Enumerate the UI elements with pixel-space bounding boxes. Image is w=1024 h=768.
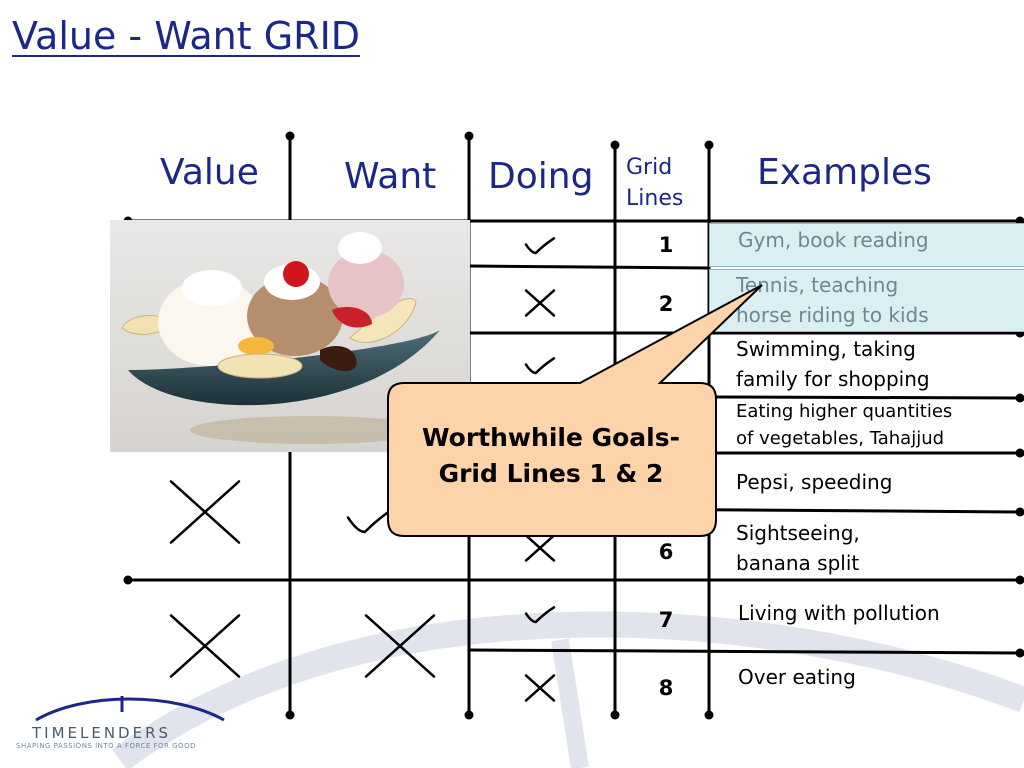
callout-text: Worthwhile Goals- Grid Lines 1 & 2 — [386, 420, 716, 492]
example-row-1: Gym, book reading — [738, 225, 929, 255]
example-row-1-line-1: Gym, book reading — [738, 228, 929, 252]
header-grid-lines: Grid Lines — [626, 152, 683, 214]
scoop-vanilla — [158, 278, 262, 366]
whipped-cream-left — [182, 270, 242, 306]
strawberry-sauce — [332, 306, 372, 328]
example-row-7: Living with pollution — [738, 598, 940, 628]
whipped-cream-right — [338, 232, 382, 264]
timelenders-logo — [35, 696, 225, 722]
logo-name: TIMELENDERS — [32, 724, 172, 742]
grid-rule-1 — [469, 264, 710, 270]
example-row-6-line-1: Sightseeing, — [736, 521, 860, 545]
grid-line-number-2: 2 — [658, 292, 674, 316]
grid-rule-7 — [469, 648, 1021, 655]
sliced-banana — [217, 353, 303, 379]
header-grid-lines-line-1: Grid — [626, 155, 673, 180]
example-row-2-line-2: horse riding to kids — [736, 303, 929, 327]
header-examples: Examples — [757, 152, 932, 193]
example-row-4-line-1: Eating higher quantities — [736, 401, 953, 422]
example-row-2-line-1: Tennis, teaching — [736, 273, 899, 297]
value-cross-mark-group-3 — [169, 614, 241, 678]
grid-column-endpoints — [285, 131, 714, 720]
grid-line-number-7: 7 — [658, 608, 674, 632]
grid-line-number-8: 8 — [658, 676, 674, 700]
header-doing: Doing — [488, 156, 594, 197]
scoop-chocolate — [247, 276, 343, 356]
scoop-strawberry — [328, 250, 404, 318]
example-row-6: Sightseeing, banana split — [736, 518, 860, 578]
header-want: Want — [344, 156, 437, 197]
doing-check-mark-row-7 — [524, 606, 556, 624]
example-row-8: Over eating — [738, 662, 856, 692]
example-row-3-line-1: Swimming, taking — [736, 337, 916, 361]
cherry — [283, 261, 309, 287]
background-swoosh-2 — [551, 638, 589, 768]
background-swoosh — [112, 611, 1024, 768]
page-title: Value - Want GRID — [12, 14, 361, 58]
example-highlight-row-1 — [709, 223, 1024, 267]
dish-shadow — [190, 416, 430, 444]
want-cross-mark-group-3 — [364, 614, 436, 678]
example-row-2: Tennis, teaching horse riding to kids — [736, 270, 929, 330]
doing-check-mark-row-3 — [524, 357, 556, 375]
callout-line-1: Worthwhile Goals- — [421, 423, 681, 452]
header-value: Value — [160, 152, 259, 193]
pineapple-topping — [238, 337, 274, 355]
example-row-7-line-1: Living with pollution — [738, 601, 940, 625]
doing-cross-mark-row-8 — [524, 674, 556, 702]
want-check-mark-group-2 — [346, 505, 398, 534]
logo-arc — [35, 697, 225, 722]
header-grid-lines-line-2: Lines — [626, 186, 684, 211]
example-highlight-row-2 — [709, 269, 1024, 332]
callout-line-2: Grid Lines 1 & 2 — [438, 459, 664, 488]
example-row-5-line-1: Pepsi, speeding — [736, 470, 893, 494]
example-row-3-line-2: family for shopping — [736, 367, 930, 391]
doing-cross-mark-row-6 — [524, 534, 556, 562]
example-row-8-line-1: Over eating — [738, 665, 856, 689]
doing-cross-mark-row-2 — [524, 289, 556, 317]
callout-shape — [387, 284, 763, 537]
example-row-4-line-2: of vegetables, Tahajjud — [736, 428, 945, 449]
grid-rule-endpoints — [123, 216, 1024, 658]
example-row-4: Eating higher quantities of vegetables, … — [736, 398, 952, 452]
chocolate-syrup — [320, 345, 357, 372]
banana-split-photo — [110, 220, 470, 452]
doing-check-mark-row-1 — [524, 237, 556, 255]
logo-tagline: SHAPING PASSIONS INTO A FORCE FOR GOOD — [16, 742, 196, 750]
example-row-5: Pepsi, speeding — [736, 467, 892, 497]
grid-line-number-1: 1 — [658, 233, 674, 257]
grid-line-number-6: 6 — [658, 540, 674, 564]
example-row-3: Swimming, taking family for shopping — [736, 334, 930, 394]
example-row-6-line-2: banana split — [736, 551, 860, 575]
value-cross-mark-group-2 — [169, 480, 241, 544]
